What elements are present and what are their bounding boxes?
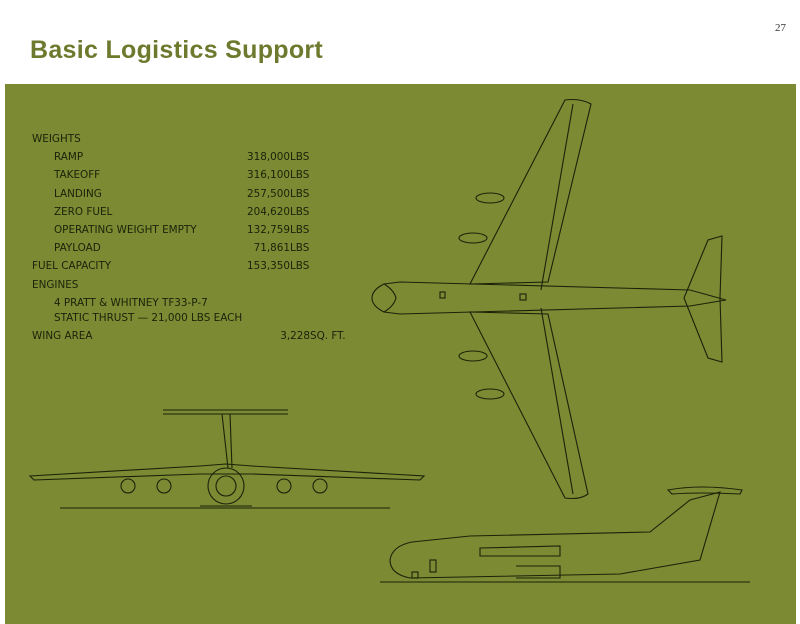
spec-value: 3,228 bbox=[280, 330, 310, 343]
spec-label: ZERO FUEL bbox=[54, 205, 113, 218]
engines-thrust: STATIC THRUST — 21,000 LBS EACH bbox=[54, 311, 243, 324]
spec-unit: LBS bbox=[290, 260, 310, 273]
spec-label: FUEL CAPACITY bbox=[32, 260, 112, 273]
spec-value: 316,100 bbox=[247, 169, 290, 182]
spec-value: 132,759 bbox=[247, 223, 290, 236]
illustration-panel bbox=[5, 84, 796, 624]
specifications-list: WEIGHTS RAMP 318,000 LBS TAKEOFF 316,100… bbox=[32, 130, 346, 345]
engines-row-1: 4 PRATT & WHITNEY TF33-P-7 bbox=[32, 294, 290, 312]
spec-unit: SQ. FT. bbox=[310, 330, 346, 343]
spec-row-fuel-capacity: FUEL CAPACITY 153,350 LBS bbox=[32, 257, 309, 275]
spec-label: TAKEOFF bbox=[54, 169, 101, 182]
spec-value: 71,861 bbox=[253, 242, 290, 255]
spec-unit: LBS bbox=[290, 223, 310, 236]
spec-row-takeoff: TAKEOFF 316,100 LBS bbox=[32, 166, 309, 184]
spec-row-wing-area: WING AREA 3,228 SQ. FT. bbox=[32, 327, 346, 345]
spec-unit: LBS bbox=[290, 169, 310, 182]
engines-heading-row: ENGINES bbox=[32, 276, 290, 294]
spec-row-operating-weight-empty: OPERATING WEIGHT EMPTY 132,759 LBS bbox=[32, 221, 309, 239]
spec-label: RAMP bbox=[54, 151, 84, 164]
spec-unit: LBS bbox=[290, 151, 310, 164]
spec-value: 257,500 bbox=[247, 187, 290, 200]
spec-unit: LBS bbox=[290, 187, 310, 200]
spec-row-zero-fuel: ZERO FUEL 204,620 LBS bbox=[32, 203, 309, 221]
spec-row-payload: PAYLOAD 71,861 LBS bbox=[32, 239, 309, 257]
engines-heading: ENGINES bbox=[32, 278, 79, 291]
engines-model: 4 PRATT & WHITNEY TF33-P-7 bbox=[54, 296, 208, 309]
spec-label: LANDING bbox=[54, 187, 102, 200]
spec-label: WING AREA bbox=[32, 330, 93, 343]
aircraft-side-view bbox=[380, 486, 750, 583]
spec-row-landing: LANDING 257,500 LBS bbox=[32, 185, 309, 203]
spec-value: 318,000 bbox=[247, 151, 290, 164]
aircraft-top-view bbox=[371, 98, 727, 500]
spec-unit: LBS bbox=[290, 205, 310, 218]
aircraft-front-view bbox=[28, 409, 426, 509]
page-title: Basic Logistics Support bbox=[30, 36, 324, 64]
spec-value: 204,620 bbox=[247, 205, 290, 218]
page-number: 27 bbox=[775, 22, 786, 34]
spec-row-ramp: RAMP 318,000 LBS bbox=[32, 148, 309, 166]
spec-value: 153,350 bbox=[247, 260, 290, 273]
spec-label: PAYLOAD bbox=[54, 242, 101, 255]
weights-heading: WEIGHTS bbox=[32, 133, 81, 145]
spec-unit: LBS bbox=[290, 242, 310, 255]
engines-row-2: STATIC THRUST — 21,000 LBS EACH bbox=[32, 309, 290, 327]
spec-label: OPERATING WEIGHT EMPTY bbox=[54, 223, 197, 236]
weights-heading-row: WEIGHTS bbox=[32, 130, 290, 148]
